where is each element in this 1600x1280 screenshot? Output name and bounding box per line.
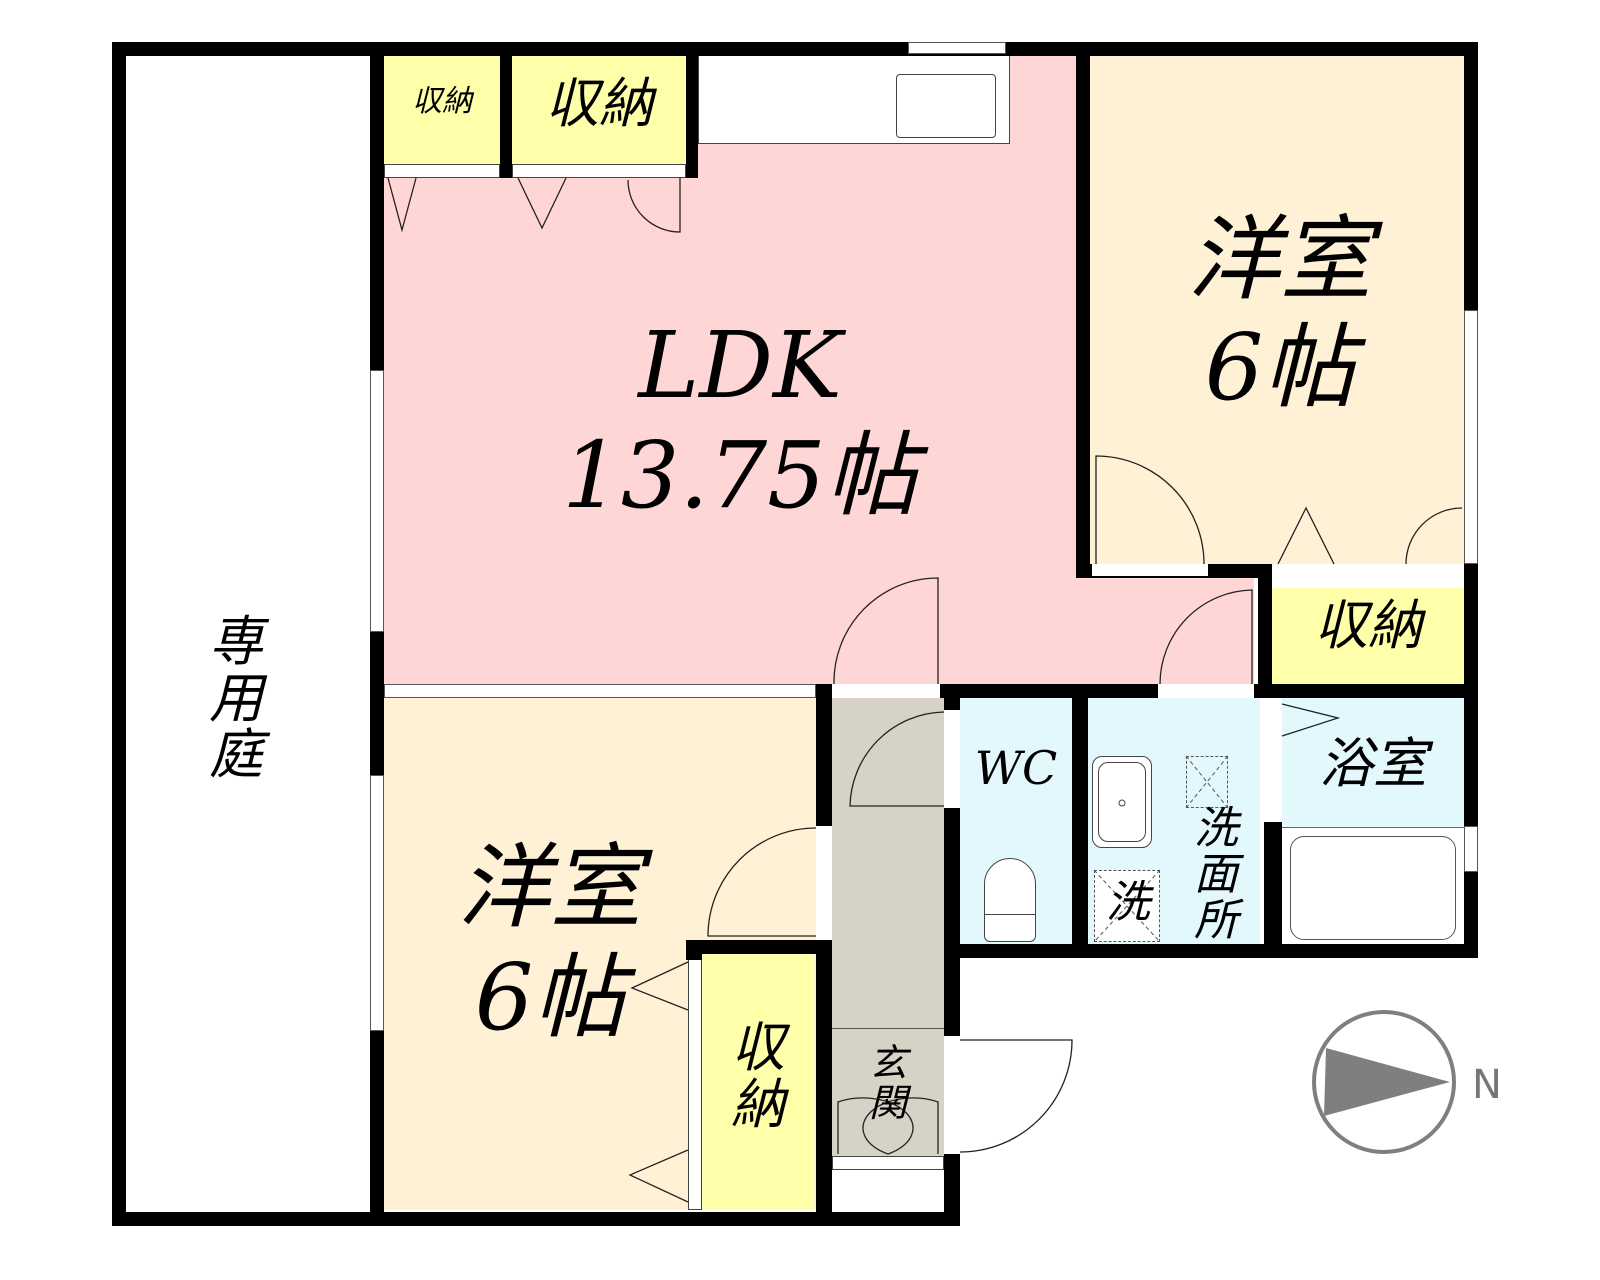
wall-storage-divider	[500, 56, 512, 178]
storage-sw-label: 収 納	[731, 1016, 785, 1136]
folding-door-icon	[1281, 703, 1341, 737]
wall-storage-right	[686, 56, 698, 178]
entrance-shoe-box	[832, 1170, 944, 1210]
ldk-label: LDK	[638, 312, 842, 419]
wall-outer-left	[112, 42, 126, 1226]
door-swing-icon	[1095, 455, 1205, 565]
door-opening-ldk-wash[interactable]	[1158, 684, 1254, 698]
washer-label: 洗	[1106, 877, 1150, 928]
wc-label: WC	[974, 741, 1058, 795]
sliding-door-ldk-sw[interactable]	[384, 684, 816, 698]
bathroom	[1282, 698, 1464, 828]
entrance	[832, 1028, 944, 1156]
door-opening-ne-room[interactable]	[1092, 564, 1208, 576]
front-door-swing-icon	[959, 1039, 1073, 1153]
western-room-sw-area-label: 6帖	[474, 944, 626, 1051]
western-room-ne-area-label: 6帖	[1204, 314, 1356, 421]
window-ne-east[interactable]	[1464, 310, 1478, 564]
front-door[interactable]	[944, 1036, 960, 1154]
door-opening-sw-room[interactable]	[816, 826, 832, 940]
wash-basin-bowl	[1098, 762, 1146, 842]
wall-sw-hall	[816, 684, 832, 1226]
door-swing-icon	[707, 827, 817, 937]
kitchen-sink	[896, 74, 996, 138]
door-swing-icon	[627, 178, 681, 233]
garden-label: 専 用 庭	[209, 610, 263, 787]
door-swing-icon	[849, 711, 945, 807]
folding-door-icon	[517, 177, 567, 230]
window-ldk-west[interactable]	[370, 370, 384, 632]
folding-door-icon	[628, 1149, 689, 1203]
storage-top-small-door[interactable]	[384, 164, 500, 178]
window-bath-east[interactable]	[1464, 826, 1478, 872]
entrance-step	[832, 1156, 944, 1170]
wall-outer-top	[112, 42, 1476, 56]
door-opening-wc[interactable]	[944, 710, 960, 808]
door-swing-icon	[837, 1097, 914, 1155]
storage-top-small	[384, 56, 500, 164]
western-room-sw-label: 洋室	[457, 834, 642, 941]
door-swing-icon	[862, 1097, 939, 1155]
door-opening-storage-east[interactable]	[1272, 564, 1464, 578]
wall-wc-wash	[1072, 698, 1088, 946]
entrance-label: 玄 関	[868, 1041, 907, 1125]
folding-door-icon	[387, 177, 417, 233]
window-sw-west[interactable]	[370, 775, 384, 1031]
wall-storage-sw-top	[686, 940, 816, 954]
door-opening-bath[interactable]	[1264, 698, 1282, 822]
door-swing-icon	[1405, 507, 1463, 565]
western-room-ne-label: 洋室	[1187, 206, 1372, 313]
door-opening-ldk-hall[interactable]	[832, 684, 940, 698]
toilet-tank	[984, 914, 1036, 942]
window-kitchen[interactable]	[908, 42, 1006, 54]
wall-ldk-ne	[1076, 56, 1090, 578]
folding-door-icon	[630, 961, 689, 1011]
storage-top-large-door[interactable]	[512, 164, 686, 178]
ldk-area-label: 13.75帖	[562, 422, 918, 529]
storage-top-small-label: 収納	[412, 84, 472, 119]
door-swing-icon	[1159, 589, 1253, 685]
storage-east-label: 収納	[1314, 594, 1422, 657]
storage-top-large-label: 収納	[545, 72, 653, 135]
wall-storage-sw-left	[686, 940, 702, 960]
folding-door-icon	[1277, 506, 1335, 565]
storage-sw	[702, 954, 814, 1210]
door-swing-icon	[833, 577, 939, 685]
private-garden	[126, 56, 370, 1212]
compass-north-label: N	[1472, 1062, 1502, 1108]
wall-storage-east-left	[1258, 564, 1272, 698]
bathtub	[1290, 836, 1456, 940]
western-room-ne	[1090, 56, 1464, 564]
wall-wet-bottom	[944, 944, 1478, 958]
washroom-label: 洗 面 所	[1194, 803, 1238, 947]
storage-top-large	[512, 56, 686, 164]
wall-outer-bottom	[112, 1212, 958, 1226]
bathroom-label: 浴室	[1319, 732, 1427, 795]
drain-upper	[1186, 756, 1228, 808]
storage-east	[1272, 588, 1464, 684]
hallway	[832, 698, 944, 1028]
toilet	[984, 858, 1036, 942]
compass-icon	[1312, 1010, 1456, 1154]
